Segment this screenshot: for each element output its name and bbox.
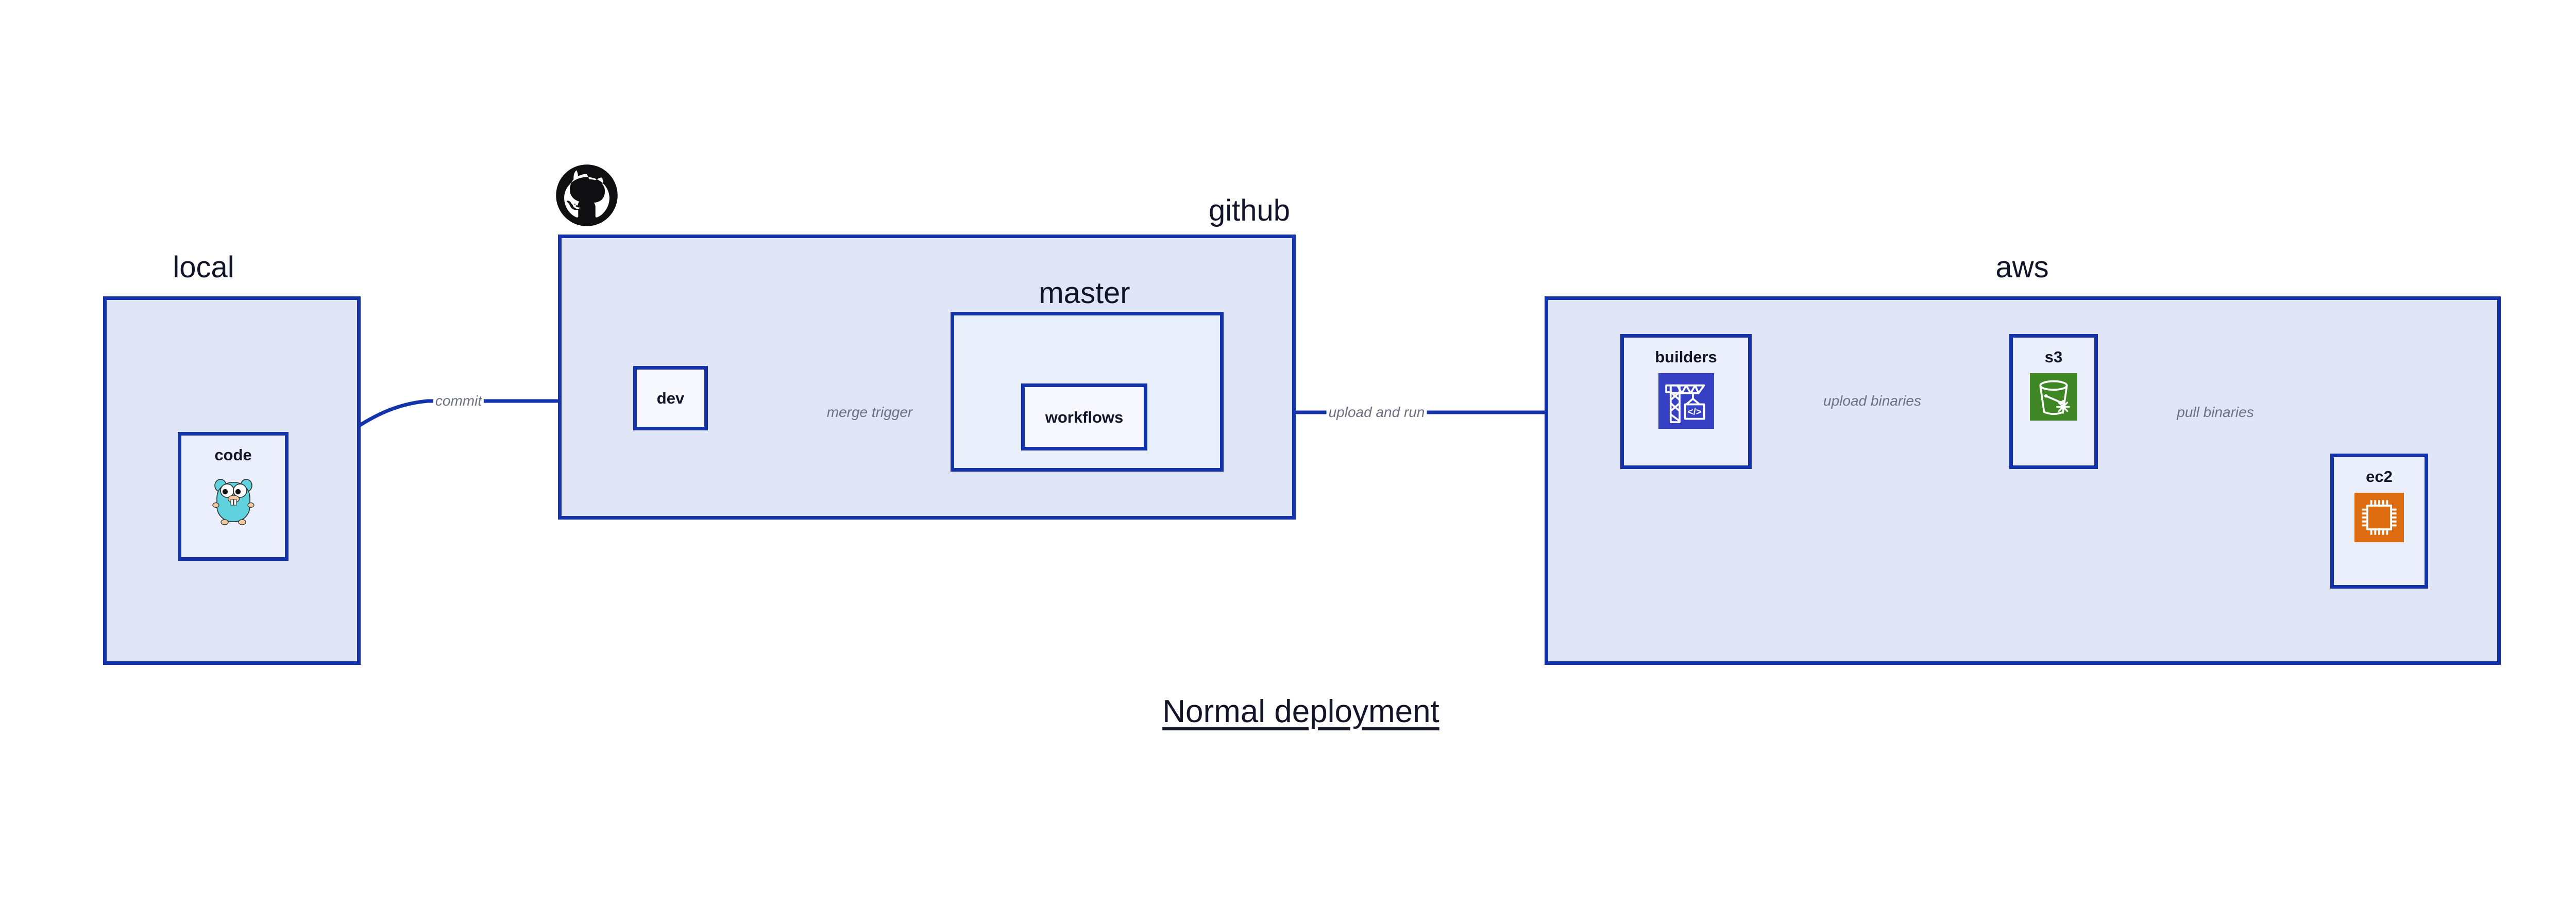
node-label-builders: builders — [1655, 348, 1717, 366]
edge-label-merge-trigger: merge trigger — [824, 405, 915, 420]
edge-label-upload-binaries: upload binaries — [1821, 394, 1923, 408]
group-label-github: github — [1208, 194, 1291, 227]
node-ec2[interactable]: ec2 — [2330, 454, 2428, 589]
diagram-title: Normal deployment — [1162, 694, 1439, 729]
node-dev[interactable]: dev — [633, 366, 708, 430]
svg-text:</>: </> — [1687, 406, 1701, 417]
node-s3[interactable]: s3 — [2009, 334, 2098, 469]
group-label-local: local — [173, 250, 234, 284]
node-builders[interactable]: builders </> — [1620, 334, 1752, 469]
go-gopher-icon — [210, 471, 257, 530]
cpu-chip-icon — [2354, 493, 2404, 545]
edge-label-pull-binaries: pull binaries — [2175, 405, 2256, 420]
group-label-master: master — [1039, 276, 1130, 310]
node-code[interactable]: code — [178, 432, 289, 561]
node-label-ec2: ec2 — [2366, 467, 2393, 486]
edge-label-upload-and-run: upload and run — [1326, 405, 1427, 420]
node-workflows[interactable]: workflows — [1021, 383, 1147, 450]
node-label-dev: dev — [656, 389, 685, 407]
node-label-s3: s3 — [2044, 348, 2063, 366]
group-label-aws: aws — [1995, 250, 2049, 284]
edge-label-commit: commit — [433, 394, 484, 408]
node-label-workflows: workflows — [1045, 408, 1124, 426]
node-label-code: code — [214, 446, 252, 464]
crane-code-icon: </> — [1658, 373, 1714, 431]
github-octocat-logo — [555, 164, 618, 229]
s3-bucket-icon — [2030, 373, 2077, 423]
